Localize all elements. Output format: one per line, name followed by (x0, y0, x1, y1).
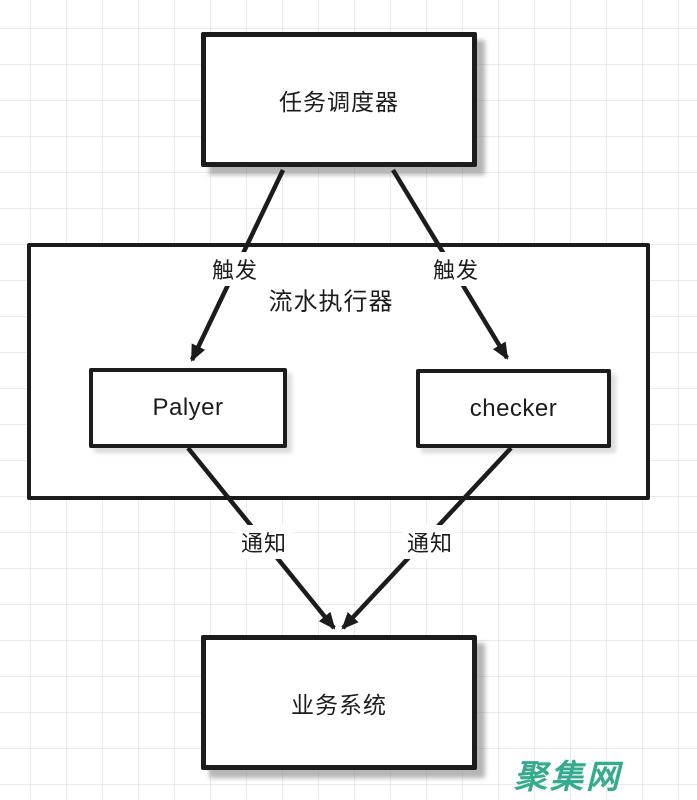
scheduler-node: 任务调度器 (201, 32, 477, 167)
edge-label-trigger-right: 触发 (427, 252, 485, 286)
edge-label-notify-right: 通知 (401, 525, 459, 559)
site-watermark: 聚集网 (514, 758, 622, 795)
business-system-node: 业务系统 (201, 635, 477, 770)
executor-container-label: 流水执行器 (268, 288, 394, 316)
palyer-node: Palyer (89, 368, 287, 448)
edge-label-notify-left: 通知 (235, 525, 293, 559)
business-system-node-label: 业务系统 (291, 691, 387, 718)
palyer-node-label: Palyer (152, 394, 224, 421)
scheduler-node-label: 任务调度器 (279, 88, 399, 115)
checker-node-label: checker (469, 394, 558, 422)
checker-node: checker (416, 369, 611, 448)
edge-label-trigger-left: 触发 (206, 252, 264, 286)
